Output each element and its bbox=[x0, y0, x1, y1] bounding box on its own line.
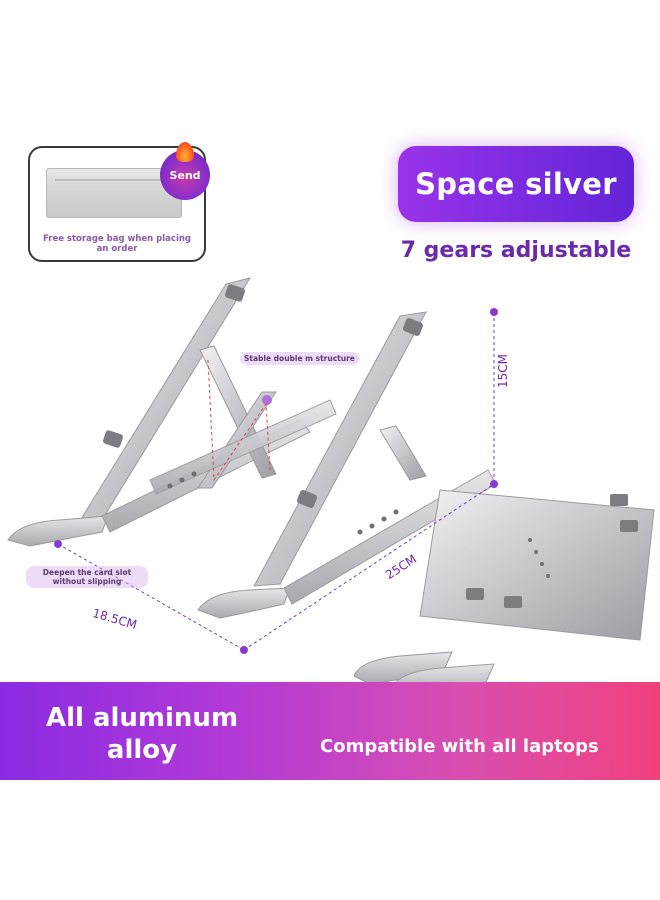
structure-note: Stable double m structure bbox=[240, 352, 359, 365]
card-slot-note: Deepen the card slot without slipping bbox=[26, 566, 148, 588]
storage-bag-box: Send Free storage bag when placing an or… bbox=[28, 142, 210, 262]
open-stand bbox=[7, 277, 497, 619]
color-title-pill: Space silver bbox=[398, 146, 634, 222]
color-title: Space silver bbox=[415, 167, 617, 201]
gears-subtitle: 7 gears adjustable bbox=[400, 238, 632, 263]
compatibility-text: Compatible with all laptops bbox=[320, 736, 599, 757]
bottom-banner: All aluminum alloy Compatible with all l… bbox=[0, 682, 660, 780]
laptop-stand-illustration bbox=[7, 277, 655, 682]
height-dimension-label: 15CM bbox=[496, 353, 510, 388]
material-text: All aluminum alloy bbox=[45, 703, 239, 765]
send-badge-label: Send bbox=[169, 168, 201, 182]
folded-stand bbox=[353, 489, 655, 682]
dimension-lines bbox=[57, 312, 495, 651]
flame-icon bbox=[176, 142, 194, 162]
storage-bag-caption: Free storage bag when placing an order bbox=[42, 234, 191, 254]
storage-bag-image bbox=[46, 168, 182, 218]
